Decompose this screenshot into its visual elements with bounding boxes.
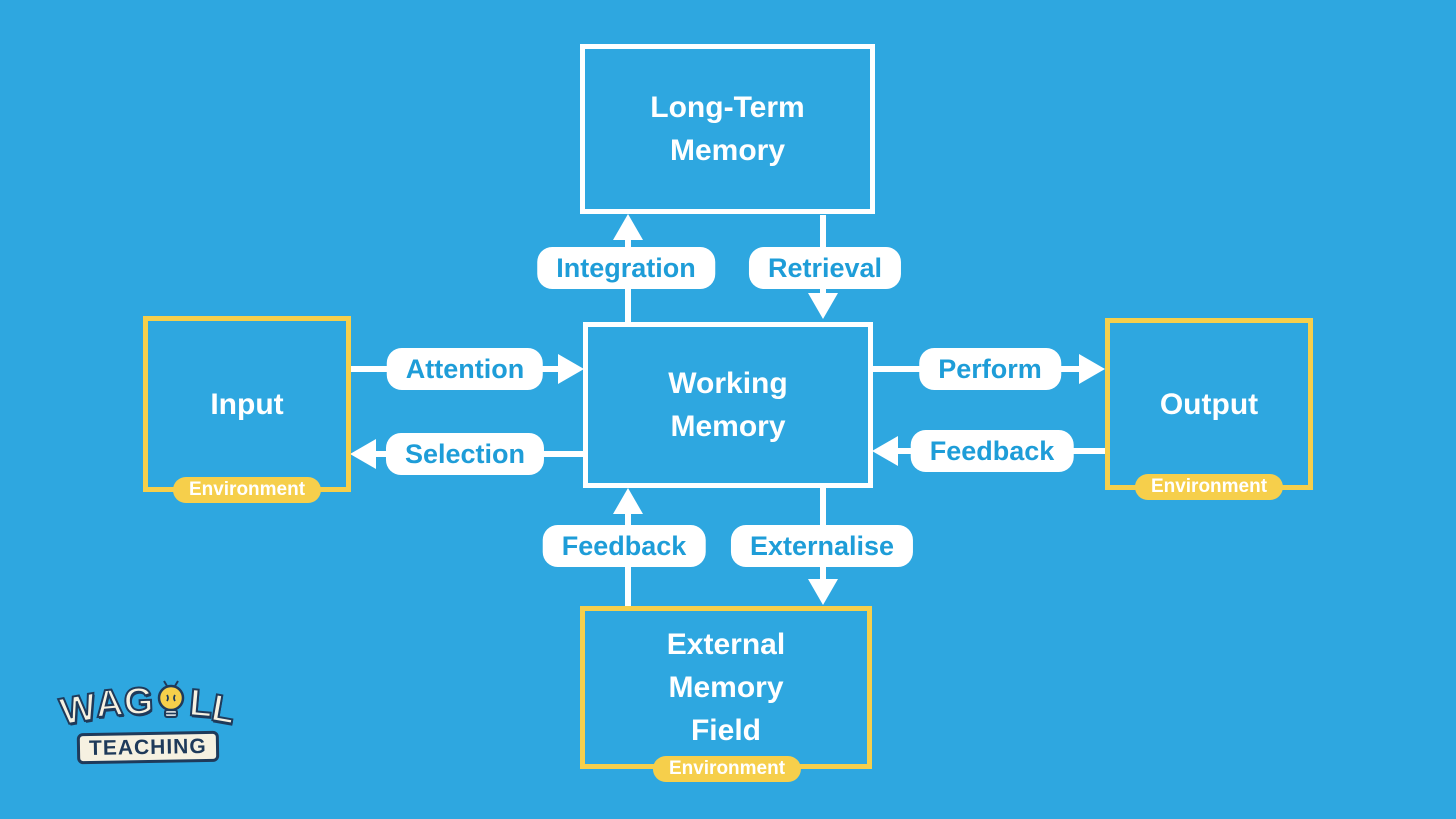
node-long-term-memory-line2: Memory bbox=[669, 134, 786, 167]
label-feedback-from-output: Feedback bbox=[910, 430, 1074, 472]
node-input-label: Input bbox=[210, 387, 284, 421]
logo-letter: A bbox=[93, 681, 126, 727]
wagoll-teaching-logo: W A G L L TEACHING bbox=[56, 677, 240, 765]
integration-arrowhead-up-icon bbox=[613, 214, 643, 240]
lightbulb-icon bbox=[154, 677, 188, 726]
node-input: Input bbox=[143, 316, 351, 492]
perform-arrowhead-right-icon bbox=[1079, 354, 1105, 384]
logo-letter: W bbox=[56, 685, 101, 735]
feedback-output-arrowhead-left-icon bbox=[872, 436, 898, 466]
node-output-label: Output bbox=[1159, 387, 1259, 421]
label-selection: Selection bbox=[385, 433, 545, 475]
feedback-external-arrowhead-up-icon bbox=[613, 488, 643, 514]
environment-badge-output: Environment bbox=[1134, 474, 1284, 500]
label-integration: Integration bbox=[537, 247, 715, 289]
label-retrieval: Retrieval bbox=[748, 247, 902, 289]
logo-letter: G bbox=[122, 680, 155, 725]
label-feedback-from-external: Feedback bbox=[542, 525, 706, 567]
node-external-memory-field: External Memory Field bbox=[580, 606, 872, 769]
selection-arrowhead-left-icon bbox=[350, 439, 376, 469]
environment-badge-input: Environment bbox=[172, 477, 322, 503]
node-external-memory-field-line2: Memory bbox=[668, 671, 784, 704]
label-perform: Perform bbox=[919, 348, 1061, 390]
retrieval-arrowhead-down-icon bbox=[808, 293, 838, 319]
node-working-memory-line2: Memory bbox=[670, 410, 786, 443]
node-long-term-memory-line1: Long-Term bbox=[650, 91, 805, 124]
node-working-memory-line1: Working bbox=[668, 367, 788, 400]
logo-teaching-label: TEACHING bbox=[76, 730, 220, 765]
environment-badge-external-memory-field: Environment bbox=[652, 756, 802, 782]
node-long-term-memory: Long-Term Memory bbox=[580, 44, 875, 214]
label-attention: Attention bbox=[386, 348, 544, 390]
node-external-memory-field-line3: Field bbox=[690, 714, 761, 747]
logo-wordmark: W A G L L bbox=[56, 677, 240, 735]
node-output: Output bbox=[1105, 318, 1313, 490]
node-working-memory: Working Memory bbox=[583, 322, 873, 488]
externalise-arrowhead-down-icon bbox=[808, 579, 838, 605]
label-externalise: Externalise bbox=[730, 525, 914, 567]
attention-arrowhead-right-icon bbox=[558, 354, 584, 384]
node-external-memory-field-line1: External bbox=[666, 628, 786, 661]
